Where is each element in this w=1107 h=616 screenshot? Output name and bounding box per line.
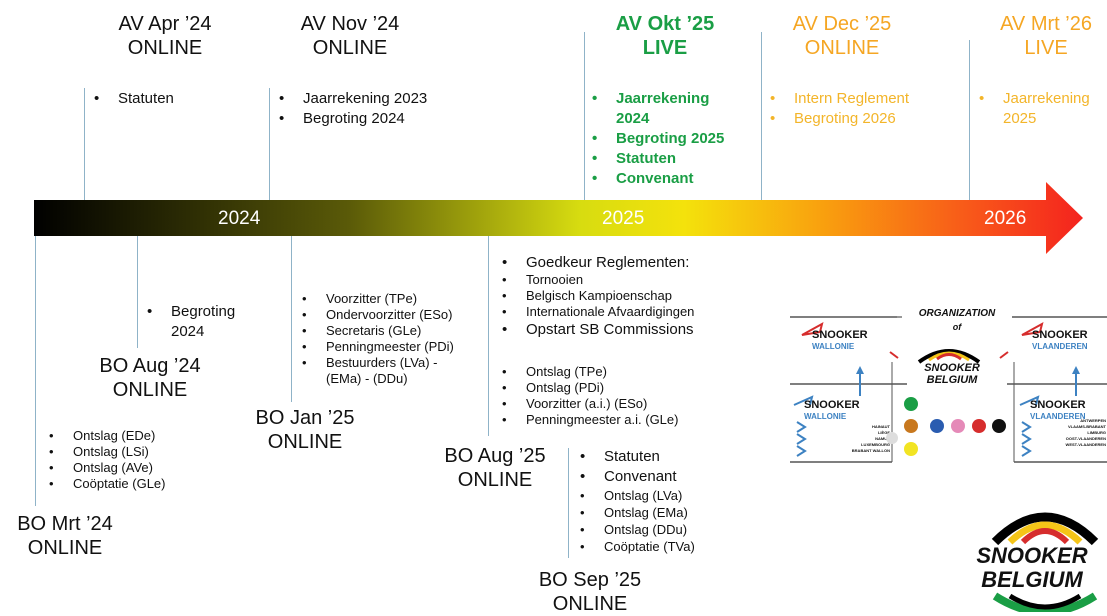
organization-lines — [790, 316, 1107, 463]
list-item: Coöptatie (GLe) — [47, 476, 197, 492]
list-item: Internationale Afvaardigingen — [500, 304, 760, 320]
list-item: Ontslag (EMa) — [578, 504, 768, 521]
event-list-av-dec25: Intern Reglement Begroting 2026 — [768, 89, 958, 129]
connector-line — [84, 88, 85, 200]
list-item: Statuten — [92, 89, 252, 109]
connector-line — [584, 32, 585, 200]
connector-line — [969, 40, 970, 200]
event-list-av-mrt26: Jaarrekening 2025 — [977, 89, 1105, 129]
event-list-bo-sep25: Statuten Convenant Ontslag (LVa) Ontslag… — [578, 447, 768, 555]
year-label-2026: 2026 — [984, 208, 1027, 229]
list-item: Ondervoorzitter (ESo) — [300, 307, 485, 323]
list-item: Ontslag (LSi) — [47, 444, 197, 460]
list-item: Convenant — [578, 467, 768, 487]
list-item: Penningmeester a.i. (GLe) — [500, 412, 740, 428]
list-item: Voorzitter (TPe) — [300, 291, 485, 307]
list-item: Convenant — [590, 169, 760, 189]
list-item: Penningmeester (PDi) — [300, 339, 485, 355]
list-item: Jaarrekening 2023 — [277, 89, 477, 109]
list-item: Ontslag (TPe) — [500, 364, 740, 380]
event-list-av-apr24: Statuten — [92, 89, 252, 109]
list-item: Bestuurders (LVa) - (EMa) - (DDu) — [300, 355, 466, 387]
org-title: ORGANIZATION — [918, 308, 996, 319]
event-list-bo-aug25-b: Ontslag (TPe) Ontslag (PDi) Voorzitter (… — [500, 364, 740, 428]
list-item: Ontslag (DDu) — [578, 521, 768, 538]
list-item: Ontslag (LVa) — [578, 487, 768, 504]
list-item: Jaarrekening 2024 — [590, 89, 726, 129]
list-item: Opstart SB Commissions — [500, 320, 760, 339]
list-item: Begroting 2025 — [590, 129, 760, 149]
list-item: Secretaris (GLe) — [300, 323, 485, 339]
commission-icons — [886, 397, 1006, 456]
event-list-av-nov24: Jaarrekening 2023 Begroting 2024 — [277, 89, 477, 129]
timeline-arrow — [34, 182, 1083, 254]
list-item: Begroting 2024 — [145, 302, 251, 342]
event-list-av-okt25: Jaarrekening 2024 Begroting 2025 Statute… — [590, 89, 760, 189]
list-item: Coöptatie (TVa) — [578, 538, 768, 555]
connector-line — [761, 32, 762, 200]
connector-line — [291, 236, 292, 402]
list-item: Ontslag (EDe) — [47, 428, 197, 444]
connector-line — [269, 88, 270, 200]
list-item: Voorzitter (a.i.) (ESo) — [500, 396, 740, 412]
event-list-bo-mrt24: Ontslag (EDe) Ontslag (LSi) Ontslag (AVe… — [47, 428, 197, 492]
connector-line — [488, 236, 489, 436]
event-list-bo-jan25: Voorzitter (TPe) Ondervoorzitter (ESo) S… — [300, 291, 485, 387]
event-list-bo-aug25-a: Goedkeur Reglementen: Tornooien Belgisch… — [500, 253, 760, 339]
list-item: Begroting 2024 — [277, 109, 477, 129]
org-of: of — [952, 322, 962, 332]
list-item: Tornooien — [500, 272, 760, 288]
connector-line — [35, 236, 36, 506]
list-item: Statuten — [578, 447, 768, 467]
year-label-2025: 2025 — [602, 208, 645, 229]
list-item: Goedkeur Reglementen: — [500, 253, 760, 272]
year-label-2024: 2024 — [218, 208, 261, 229]
list-item: Intern Reglement — [768, 89, 958, 109]
logo-arcs — [991, 512, 1099, 612]
connector-line — [137, 236, 138, 348]
list-item: Statuten — [590, 149, 760, 169]
event-list-bo-aug24: Begroting 2024 — [145, 302, 255, 342]
connector-line — [568, 448, 569, 558]
list-item: Begroting 2026 — [768, 109, 958, 129]
list-item: Ontslag (AVe) — [47, 460, 197, 476]
list-item: Ontslag (PDi) — [500, 380, 740, 396]
list-item: Jaarrekening 2025 — [977, 89, 1093, 129]
list-item: Belgisch Kampioenschap — [500, 288, 760, 304]
